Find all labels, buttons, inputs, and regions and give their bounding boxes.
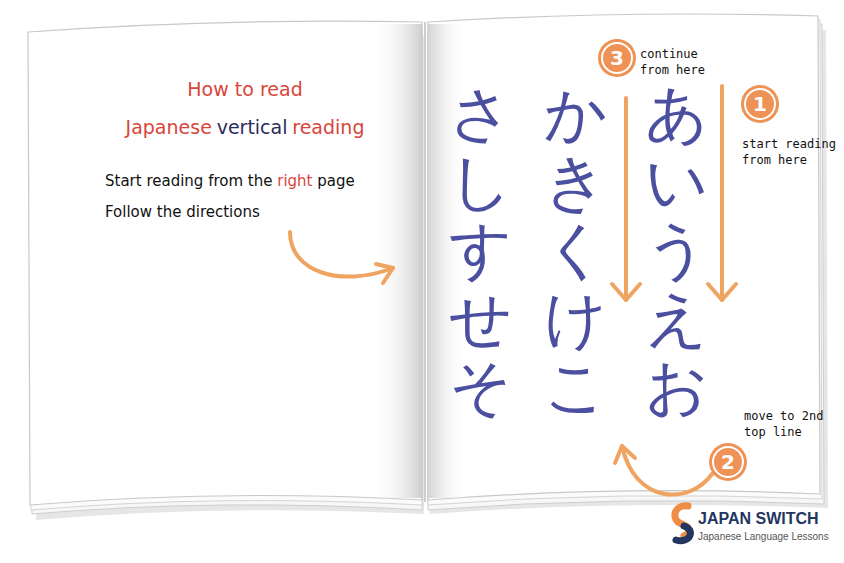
kana-column: さしすせそ <box>449 80 511 421</box>
circle-fill <box>741 85 779 123</box>
brand-name: JAPAN SWITCH <box>698 510 819 528</box>
circle-fill <box>709 443 747 481</box>
annotation: continue from here <box>640 46 712 78</box>
curved-arrow <box>290 232 393 277</box>
step-circle: 2 <box>709 443 747 481</box>
text-row: Start reading from the right page <box>105 172 355 190</box>
down-arrow <box>720 86 724 300</box>
left-page <box>28 21 422 505</box>
heading-text: reading <box>292 116 364 138</box>
instruction-text: page <box>317 172 354 190</box>
kana-column: かきくけこ <box>544 80 606 421</box>
heading-text: How to read <box>187 78 302 100</box>
spine <box>424 22 426 502</box>
arrow-head <box>615 446 635 463</box>
heading-text: Japanese <box>126 116 212 138</box>
spine-shade <box>372 24 422 498</box>
arrow-head <box>612 284 640 300</box>
text-row: How to read <box>187 78 302 100</box>
callout-number: 1 <box>741 85 779 123</box>
arrow-head <box>376 264 393 283</box>
kana-column: あいうえお <box>645 80 707 421</box>
logo-icon <box>675 506 691 541</box>
instruction-text: Start reading from the <box>105 172 272 190</box>
step-circle: 1 <box>741 85 779 123</box>
callout-number: 3 <box>598 39 636 77</box>
text-row: Follow the directions <box>105 203 260 221</box>
annotation: start reading from here <box>742 136 838 168</box>
instruction-text: right <box>277 172 312 190</box>
circle-fill <box>598 39 636 77</box>
logo-mark <box>676 526 690 541</box>
return-arrow <box>622 446 712 495</box>
brand-tagline: Japanese Language Lessons <box>698 531 829 542</box>
annotation: move to 2nd top line <box>744 408 834 440</box>
down-arrow <box>624 98 628 300</box>
heading-text: vertical <box>217 116 288 138</box>
instruction-text: Follow the directions <box>105 203 260 221</box>
step-circle: 3 <box>598 39 636 77</box>
callout-number: 2 <box>709 443 747 481</box>
text-row: Japaneseverticalreading <box>126 116 365 138</box>
arrow-head <box>708 284 736 300</box>
